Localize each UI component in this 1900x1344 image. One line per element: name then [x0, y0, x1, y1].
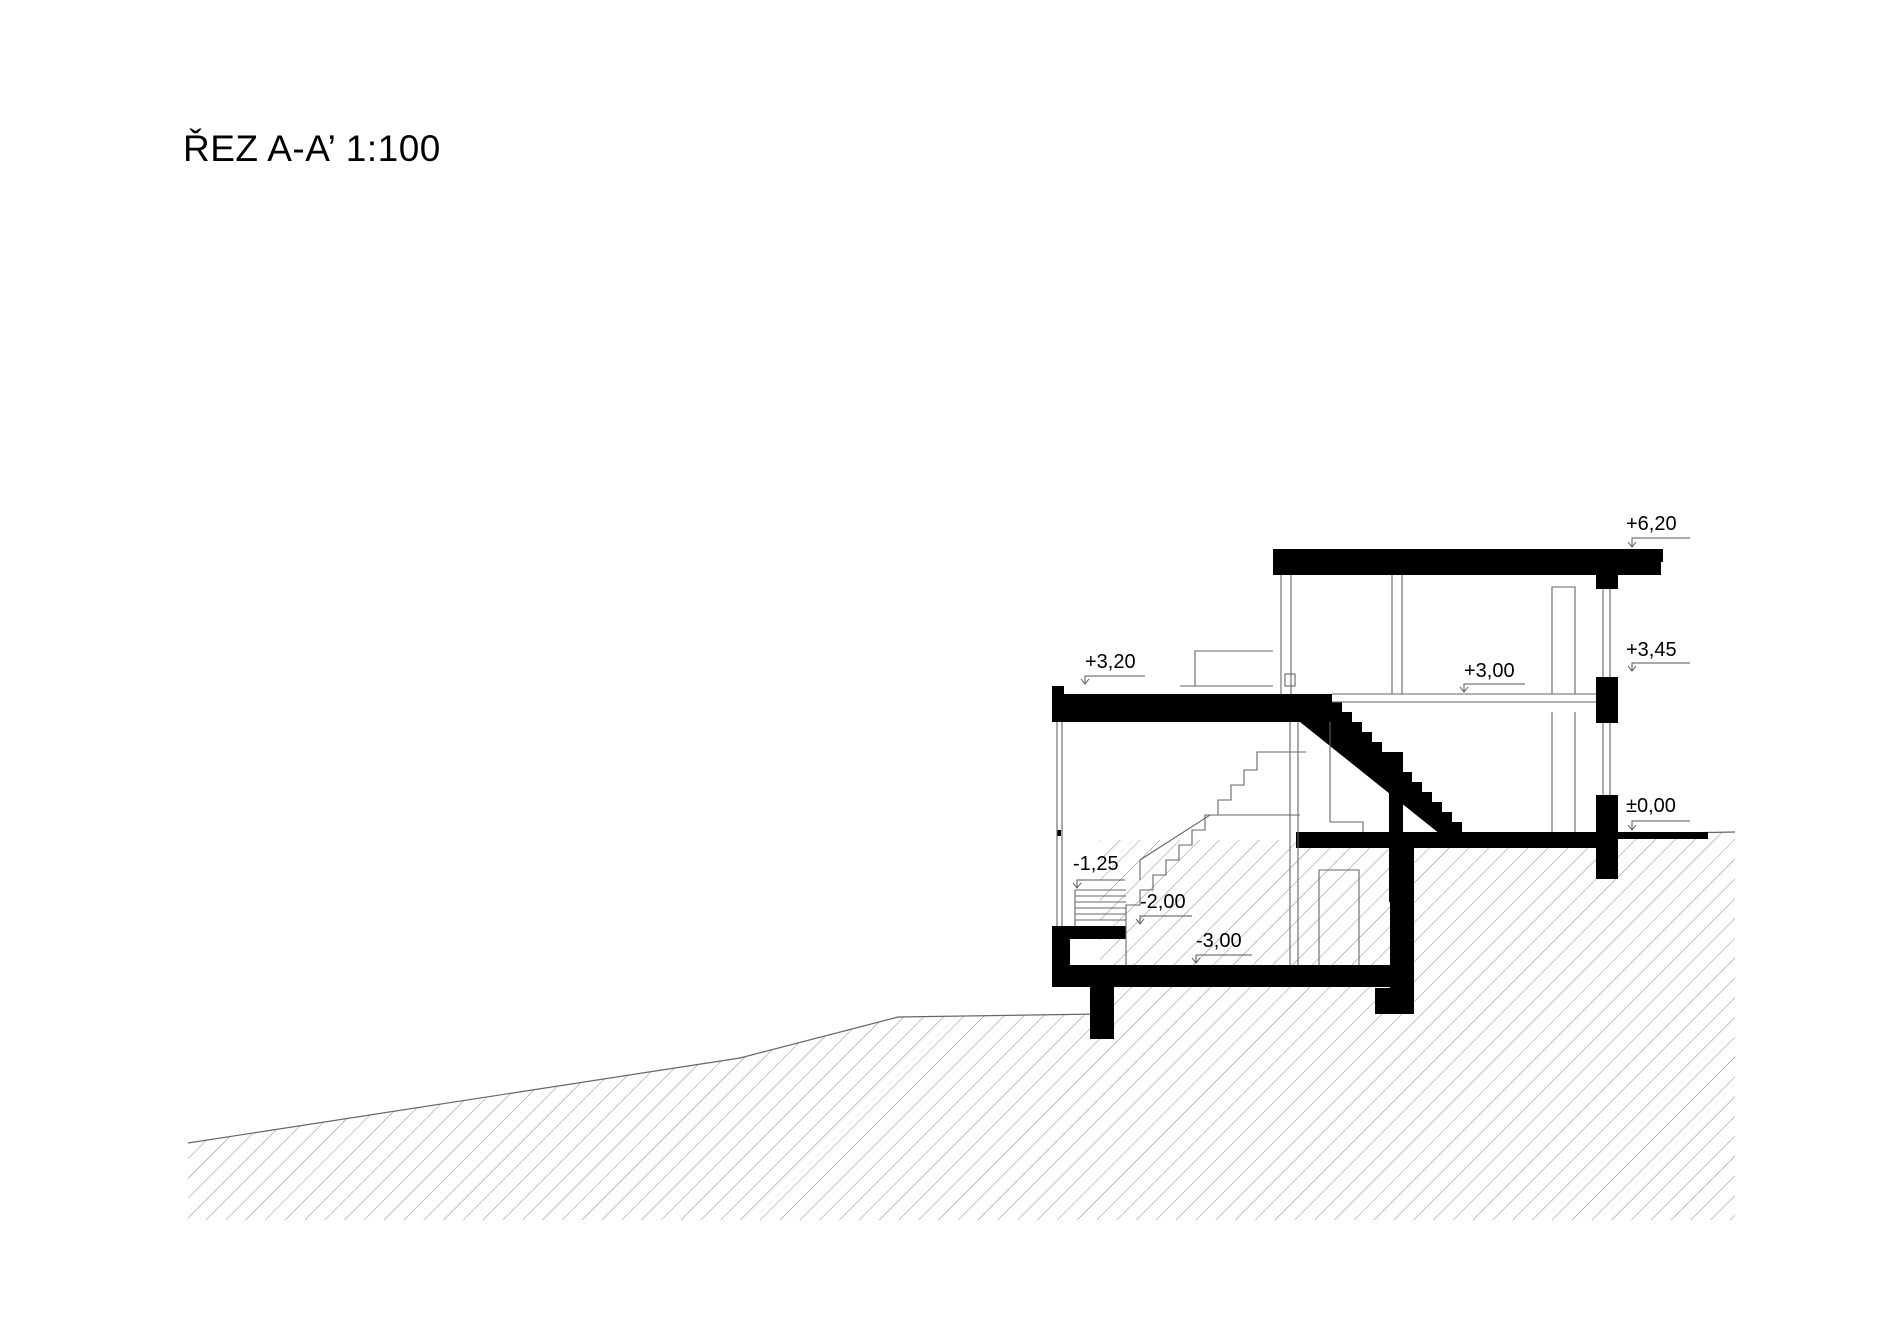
right-wall-mid — [1596, 677, 1618, 723]
level-label-ground: ±0,00 — [1626, 795, 1676, 817]
level-labels: +6,20 +3,45 +3,20 +3,00 ±0,00 -1,25 -2,0… — [1073, 513, 1677, 952]
level-label-roof: +6,20 — [1626, 513, 1677, 535]
terrain-hatch — [188, 832, 1735, 1220]
stair-flight — [1300, 694, 1472, 842]
terrain-line — [187, 1013, 1101, 1144]
level-label-lower-step: -2,00 — [1140, 891, 1186, 913]
basement-slab — [1052, 965, 1414, 987]
retaining-wall-footing — [1375, 988, 1413, 1014]
terrace-slab — [1052, 694, 1300, 722]
roof-slab — [1273, 549, 1661, 575]
landing-slab — [1070, 926, 1126, 939]
left-footing — [1090, 987, 1114, 1039]
level-label-basement: -3,00 — [1196, 930, 1242, 952]
ground-exterior-slab — [1606, 832, 1708, 839]
parapet — [1052, 686, 1064, 722]
roof-overhang — [1603, 549, 1663, 562]
level-label-window-head: +3,45 — [1626, 639, 1677, 661]
level-label-upper-floor: +3,00 — [1464, 660, 1515, 682]
column-marker — [1057, 830, 1061, 836]
level-markers — [1072, 537, 1690, 964]
structure — [1052, 549, 1708, 1039]
ground-floor-slab — [1296, 832, 1606, 848]
drawing-title: ŘEZ A-A’ 1:100 — [183, 128, 441, 169]
basement-left-wall — [1052, 926, 1070, 987]
thin-lines — [1056, 575, 1611, 965]
level-label-landing: -1,25 — [1073, 853, 1119, 875]
right-wall-top — [1596, 575, 1618, 589]
level-label-terrace: +3,20 — [1085, 651, 1136, 673]
